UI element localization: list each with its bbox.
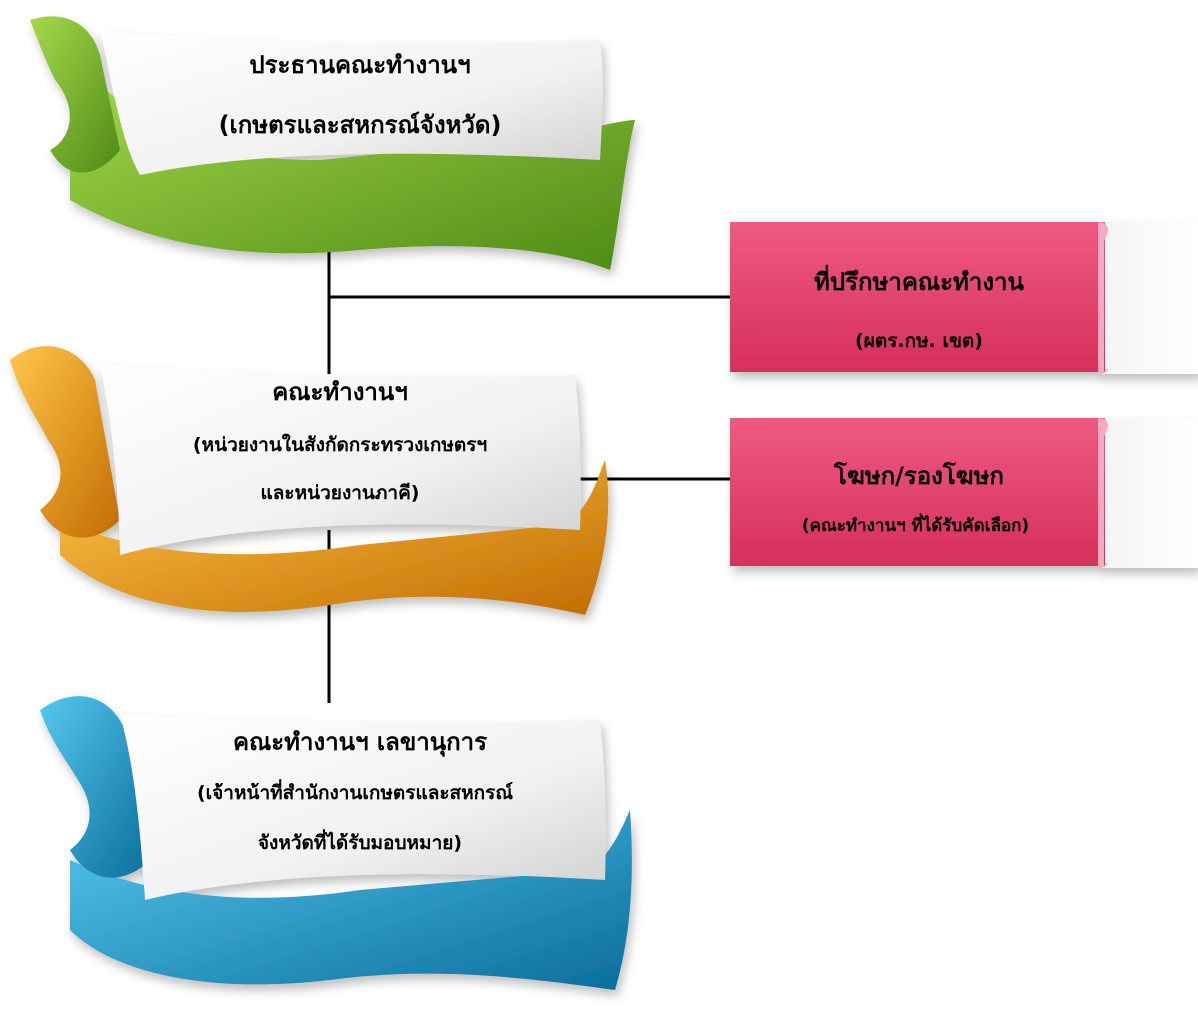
secretariat-subtitle-line2: จังหวัดที่ได้รับมอบหมาย)	[257, 832, 463, 854]
chairman-title: ประธานคณะทำงานฯ	[249, 51, 471, 79]
spokesperson-subtitle: (คณะทำงานฯ ที่ได้รับคัดเลือก)	[801, 516, 1030, 536]
advisor-subtitle: (ผตร.กษ. เขต)	[855, 330, 983, 352]
chairman-subtitle: (เกษตรและสหกรณ์จังหวัด)	[218, 111, 502, 139]
spokesperson-banner	[730, 418, 1198, 568]
secretariat-subtitle: (เจ้าหน้าที่สำนักงานเกษตรและสหกรณ์	[197, 782, 513, 804]
chairman-ribbon	[30, 16, 635, 270]
working-group-subtitle-line2: และหน่วยงานภาคี)	[260, 482, 420, 504]
advisor-title: ที่ปรึกษาคณะทำงาน	[814, 268, 1024, 296]
working-group-ribbon	[10, 346, 609, 615]
working-group-subtitle: (หน่วยงานในสังกัดกระทรวงเกษตรฯ	[192, 434, 488, 456]
secretariat-ribbon	[40, 696, 632, 990]
working-group-title: คณะทำงานฯ	[272, 378, 408, 406]
spokesperson-title: โฆษก/รองโฆษก	[834, 462, 1004, 490]
secretariat-title: คณะทำงานฯ เลขานุการ	[232, 728, 488, 756]
advisor-banner	[730, 222, 1198, 374]
